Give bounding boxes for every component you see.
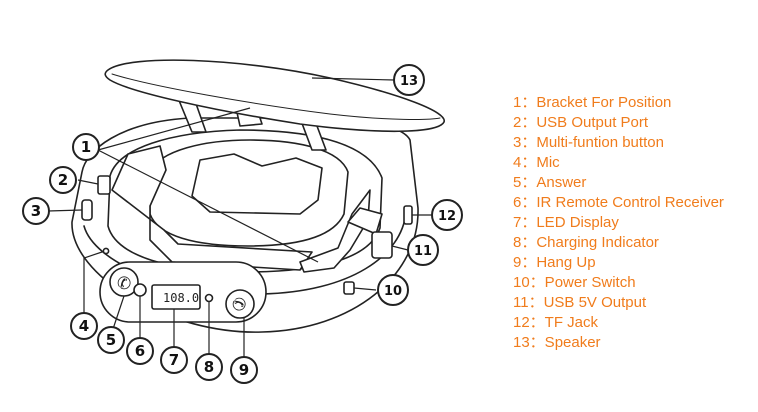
usb-output-port: [97, 175, 111, 195]
callout-circle-7: [160, 346, 188, 374]
bracket-left: [111, 145, 313, 271]
speaker-lid: [104, 59, 445, 133]
callout-circle-8: [195, 353, 223, 381]
ir-receiver: [133, 283, 147, 297]
callout-number-13: 13: [400, 74, 418, 89]
mic-hole: [102, 247, 110, 255]
legend-item-2: 2：USB Output Port: [513, 114, 649, 131]
callout-circle-11: [407, 234, 439, 266]
callout-number-4: 4: [79, 317, 89, 335]
legend-item-9: 9：Hang Up: [513, 254, 596, 271]
callout-number-5: 5: [106, 331, 116, 349]
hang-up-phone-icon: ✆: [228, 297, 248, 311]
multi-function-button: [81, 199, 93, 221]
leader-line-11: [391, 245, 409, 251]
charging-indicator: [204, 293, 214, 303]
parts-legend: 1：Bracket For Position 2：USB Output Port…: [513, 93, 724, 353]
legend-item-10: 10：Power Switch: [513, 274, 636, 291]
callout-circle-1: [72, 133, 100, 161]
callout-number-1: 1: [81, 138, 91, 156]
legend-item-1: 1：Bracket For Position: [513, 94, 672, 111]
callout-circle-2: [49, 166, 77, 194]
callout-circle-10: [377, 274, 409, 306]
leader-line-1b: [97, 107, 251, 151]
legend-item-6: 6：IR Remote Control Receiver: [513, 194, 724, 211]
callout-circle-6: [126, 337, 154, 365]
legend-item-11: 11：USB 5V Output: [513, 294, 647, 311]
callout-circle-3: [22, 197, 50, 225]
legend-item-13: 13：Speaker: [513, 334, 601, 351]
usb-5v-port: [371, 231, 393, 259]
callout-circle-5: [97, 326, 125, 354]
power-switch: [343, 281, 355, 295]
leader-line-4: [83, 251, 103, 314]
legend-item-4: 4：Mic: [513, 154, 560, 171]
leader-line-1a: [97, 149, 319, 263]
callout-number-9: 9: [239, 361, 249, 379]
leader-line-10: [353, 287, 377, 291]
leader-line-3: [47, 209, 83, 212]
callout-number-8: 8: [204, 358, 214, 376]
device-diagram: ✆ ✆ 108.0 1 2 3 4: [22, 59, 463, 384]
callout-circle-12: [431, 199, 463, 231]
legend-item-7: 7：LED Display: [513, 214, 619, 231]
callout-circle-9: [230, 356, 258, 384]
legend-item-8: 8：Charging Indicator: [513, 234, 659, 251]
callout-number-6: 6: [135, 342, 145, 360]
callout-number-11: 11: [414, 244, 432, 259]
callout-circle-4: [70, 312, 98, 340]
callout-number-7: 7: [169, 351, 179, 369]
callout-number-3: 3: [31, 202, 41, 220]
leader-line-13: [311, 77, 395, 81]
answer-phone-icon: ✆: [117, 274, 131, 294]
legend-item-3: 3：Multi-funtion button: [513, 134, 664, 151]
legend-item-12: 12：TF Jack: [513, 314, 599, 331]
callout-number-10: 10: [384, 284, 402, 299]
leader-line-2: [77, 179, 99, 185]
led-display-value: 108.0: [163, 291, 199, 305]
callout-circle-13: [393, 64, 425, 96]
callout-number-2: 2: [58, 171, 68, 189]
legend-item-5: 5：Answer: [513, 174, 587, 191]
callout-number-12: 12: [438, 209, 456, 224]
hang-up-button: [225, 289, 255, 319]
tf-jack: [403, 205, 413, 225]
led-display-frame: [151, 284, 201, 310]
